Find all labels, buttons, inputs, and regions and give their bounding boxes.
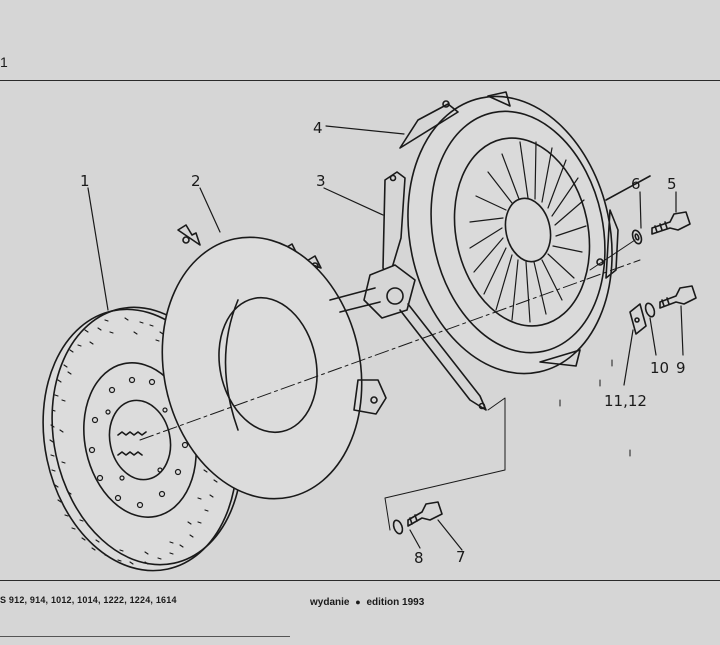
callout-2: 2 <box>191 172 201 190</box>
edition-label-pl: wydanie <box>310 597 350 608</box>
header-rule <box>0 80 720 81</box>
washer-8 <box>392 519 404 535</box>
washer-10 <box>644 302 656 318</box>
callout-4: 4 <box>313 119 323 137</box>
bolt-9 <box>659 285 697 309</box>
plate-11-12 <box>629 303 647 335</box>
callout-6: 6 <box>631 175 641 193</box>
callout-8: 8 <box>414 549 424 567</box>
callout-3: 3 <box>316 172 326 190</box>
callout-9: 9 <box>676 359 686 377</box>
bolt-7 <box>407 501 443 527</box>
pressure-ring <box>161 224 387 500</box>
footer-rule-line <box>0 580 720 581</box>
clutch-cover-assembly <box>399 91 651 375</box>
callout-11-12: 11,12 <box>604 392 647 410</box>
callout-5: 5 <box>667 175 677 193</box>
edition-info: wydanie ● edition 1993 <box>310 597 424 608</box>
model-list: S 912, 914, 1012, 1014, 1222, 1224, 1614 <box>0 595 177 605</box>
washer-6 <box>631 229 643 245</box>
leader-lines <box>87 125 684 551</box>
bottom-rule <box>0 636 290 637</box>
bolt-5 <box>651 211 691 235</box>
edition-label-en: edition <box>366 597 400 608</box>
callout-7: 7 <box>456 548 466 566</box>
edition-year: 1993 <box>402 597 425 608</box>
centre-axis-line <box>139 259 641 441</box>
sheet-number: 1 <box>0 54 8 70</box>
callout-1: 1 <box>80 172 90 190</box>
callout-10: 10 <box>650 359 669 377</box>
release-fork <box>329 171 487 411</box>
hidden-lines <box>384 239 636 531</box>
edition-separator: ● <box>355 597 361 607</box>
